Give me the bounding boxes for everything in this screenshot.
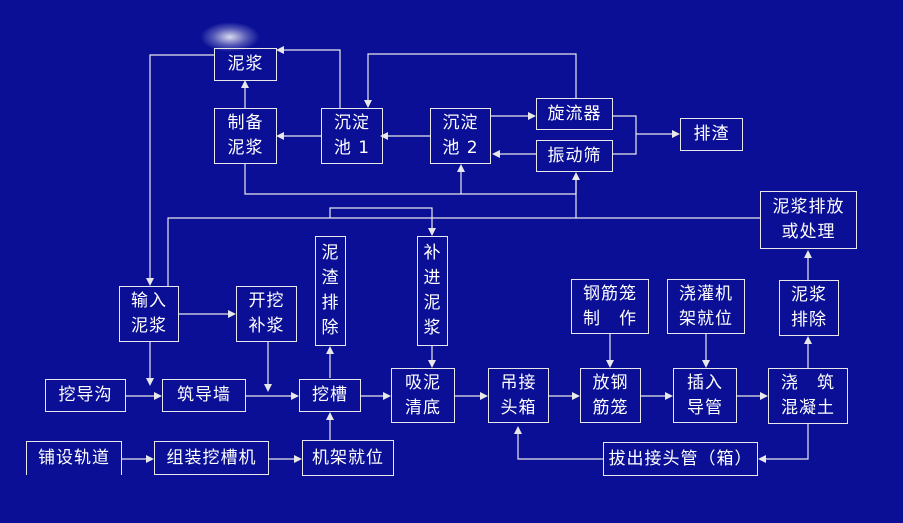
slag-discharge-box: 排渣 <box>680 118 743 151</box>
arrowhead <box>804 250 812 258</box>
arrowhead <box>326 346 334 354</box>
arrowhead <box>291 392 299 400</box>
arrowhead <box>326 412 334 420</box>
line-pool1-to-mud-top <box>280 49 341 108</box>
arrowhead <box>428 360 436 368</box>
hoist-joint-box-box: 吊接 头箱 <box>488 368 549 423</box>
light-glare <box>200 22 260 52</box>
excavation-replenish-box: 开挖 补浆 <box>236 286 297 342</box>
arrowhead <box>428 228 436 236</box>
arrowhead <box>276 46 284 54</box>
arrowhead <box>528 112 536 120</box>
build-guide-wall-box: 筑导墙 <box>162 379 246 412</box>
insert-tremie-box: 插入 导管 <box>673 368 737 423</box>
settling-pool-1-box: 沉淀 池 1 <box>321 108 383 164</box>
line-input-to-treatment <box>167 217 760 286</box>
arrowhead <box>702 360 710 368</box>
mud-discharge-treatment-box: 泥浆排放 或处理 <box>760 191 857 249</box>
slag-removal-box: 泥 渣 排 除 <box>315 236 346 346</box>
line-prep-down-bus <box>244 164 577 195</box>
arrowhead <box>606 360 614 368</box>
line-mud-top-to-input <box>149 54 214 282</box>
replenish-mud-box: 补 进 泥 浆 <box>417 236 448 346</box>
input-mud-box: 输入 泥浆 <box>119 286 179 342</box>
arrowhead <box>264 384 272 392</box>
mud-top-box: 泥浆 <box>214 48 277 81</box>
arrowhead <box>146 455 154 463</box>
suction-cleaning-box: 吸泥 清底 <box>391 368 455 423</box>
arrowhead <box>154 392 162 400</box>
arrowhead <box>672 130 680 138</box>
mud-removal-box: 泥浆 排除 <box>779 280 839 336</box>
trench-excavation-box: 挖槽 <box>299 379 361 412</box>
arrowhead <box>804 336 812 344</box>
arrowhead <box>294 455 302 463</box>
cyclone-box: 旋流器 <box>536 98 613 130</box>
arrowhead <box>665 392 673 400</box>
arrowhead <box>457 164 465 172</box>
lay-rail-box: 铺设轨道 <box>26 441 122 475</box>
arrowhead <box>760 392 768 400</box>
prepare-mud-box: 制备 泥浆 <box>214 108 277 164</box>
line-cyclone-to-pool1 <box>367 53 577 104</box>
arrowhead <box>241 80 249 88</box>
line-concrete-to-extract <box>762 424 809 460</box>
arrowhead <box>364 100 372 108</box>
dig-guide-ditch-box: 挖导沟 <box>45 379 126 412</box>
arrowhead <box>572 392 580 400</box>
arrowhead <box>276 132 284 140</box>
arrowhead <box>492 150 500 158</box>
line-extract-to-hoist <box>517 430 603 460</box>
arrowhead <box>383 392 391 400</box>
arrowhead <box>758 455 766 463</box>
line-bus-to-slurry-replenish <box>329 207 433 232</box>
vibrating-screen-box: 振动筛 <box>536 140 613 172</box>
machine-positioning-box: 机架就位 <box>302 440 394 476</box>
line-cyclone-screen-bracket <box>613 115 637 155</box>
rebar-cage-fabrication-box: 钢筋笼 制 作 <box>571 279 649 334</box>
extract-joint-pipe-box: 拔出接头管（箱） <box>603 442 758 476</box>
assemble-trench-machine-box: 组装挖槽机 <box>154 441 269 475</box>
place-rebar-cage-box: 放钢 筋笼 <box>580 368 641 423</box>
pouring-frame-positioning-box: 浇灌机 架就位 <box>667 279 745 334</box>
arrowhead <box>480 392 488 400</box>
arrowhead <box>146 278 154 286</box>
arrowhead <box>228 310 236 318</box>
arrowhead <box>380 132 388 140</box>
arrowhead <box>514 426 522 434</box>
settling-pool-2-box: 沉淀 池 2 <box>430 108 491 164</box>
arrowhead <box>146 378 154 386</box>
pour-concrete-box: 浇 筑 混凝土 <box>768 368 848 424</box>
